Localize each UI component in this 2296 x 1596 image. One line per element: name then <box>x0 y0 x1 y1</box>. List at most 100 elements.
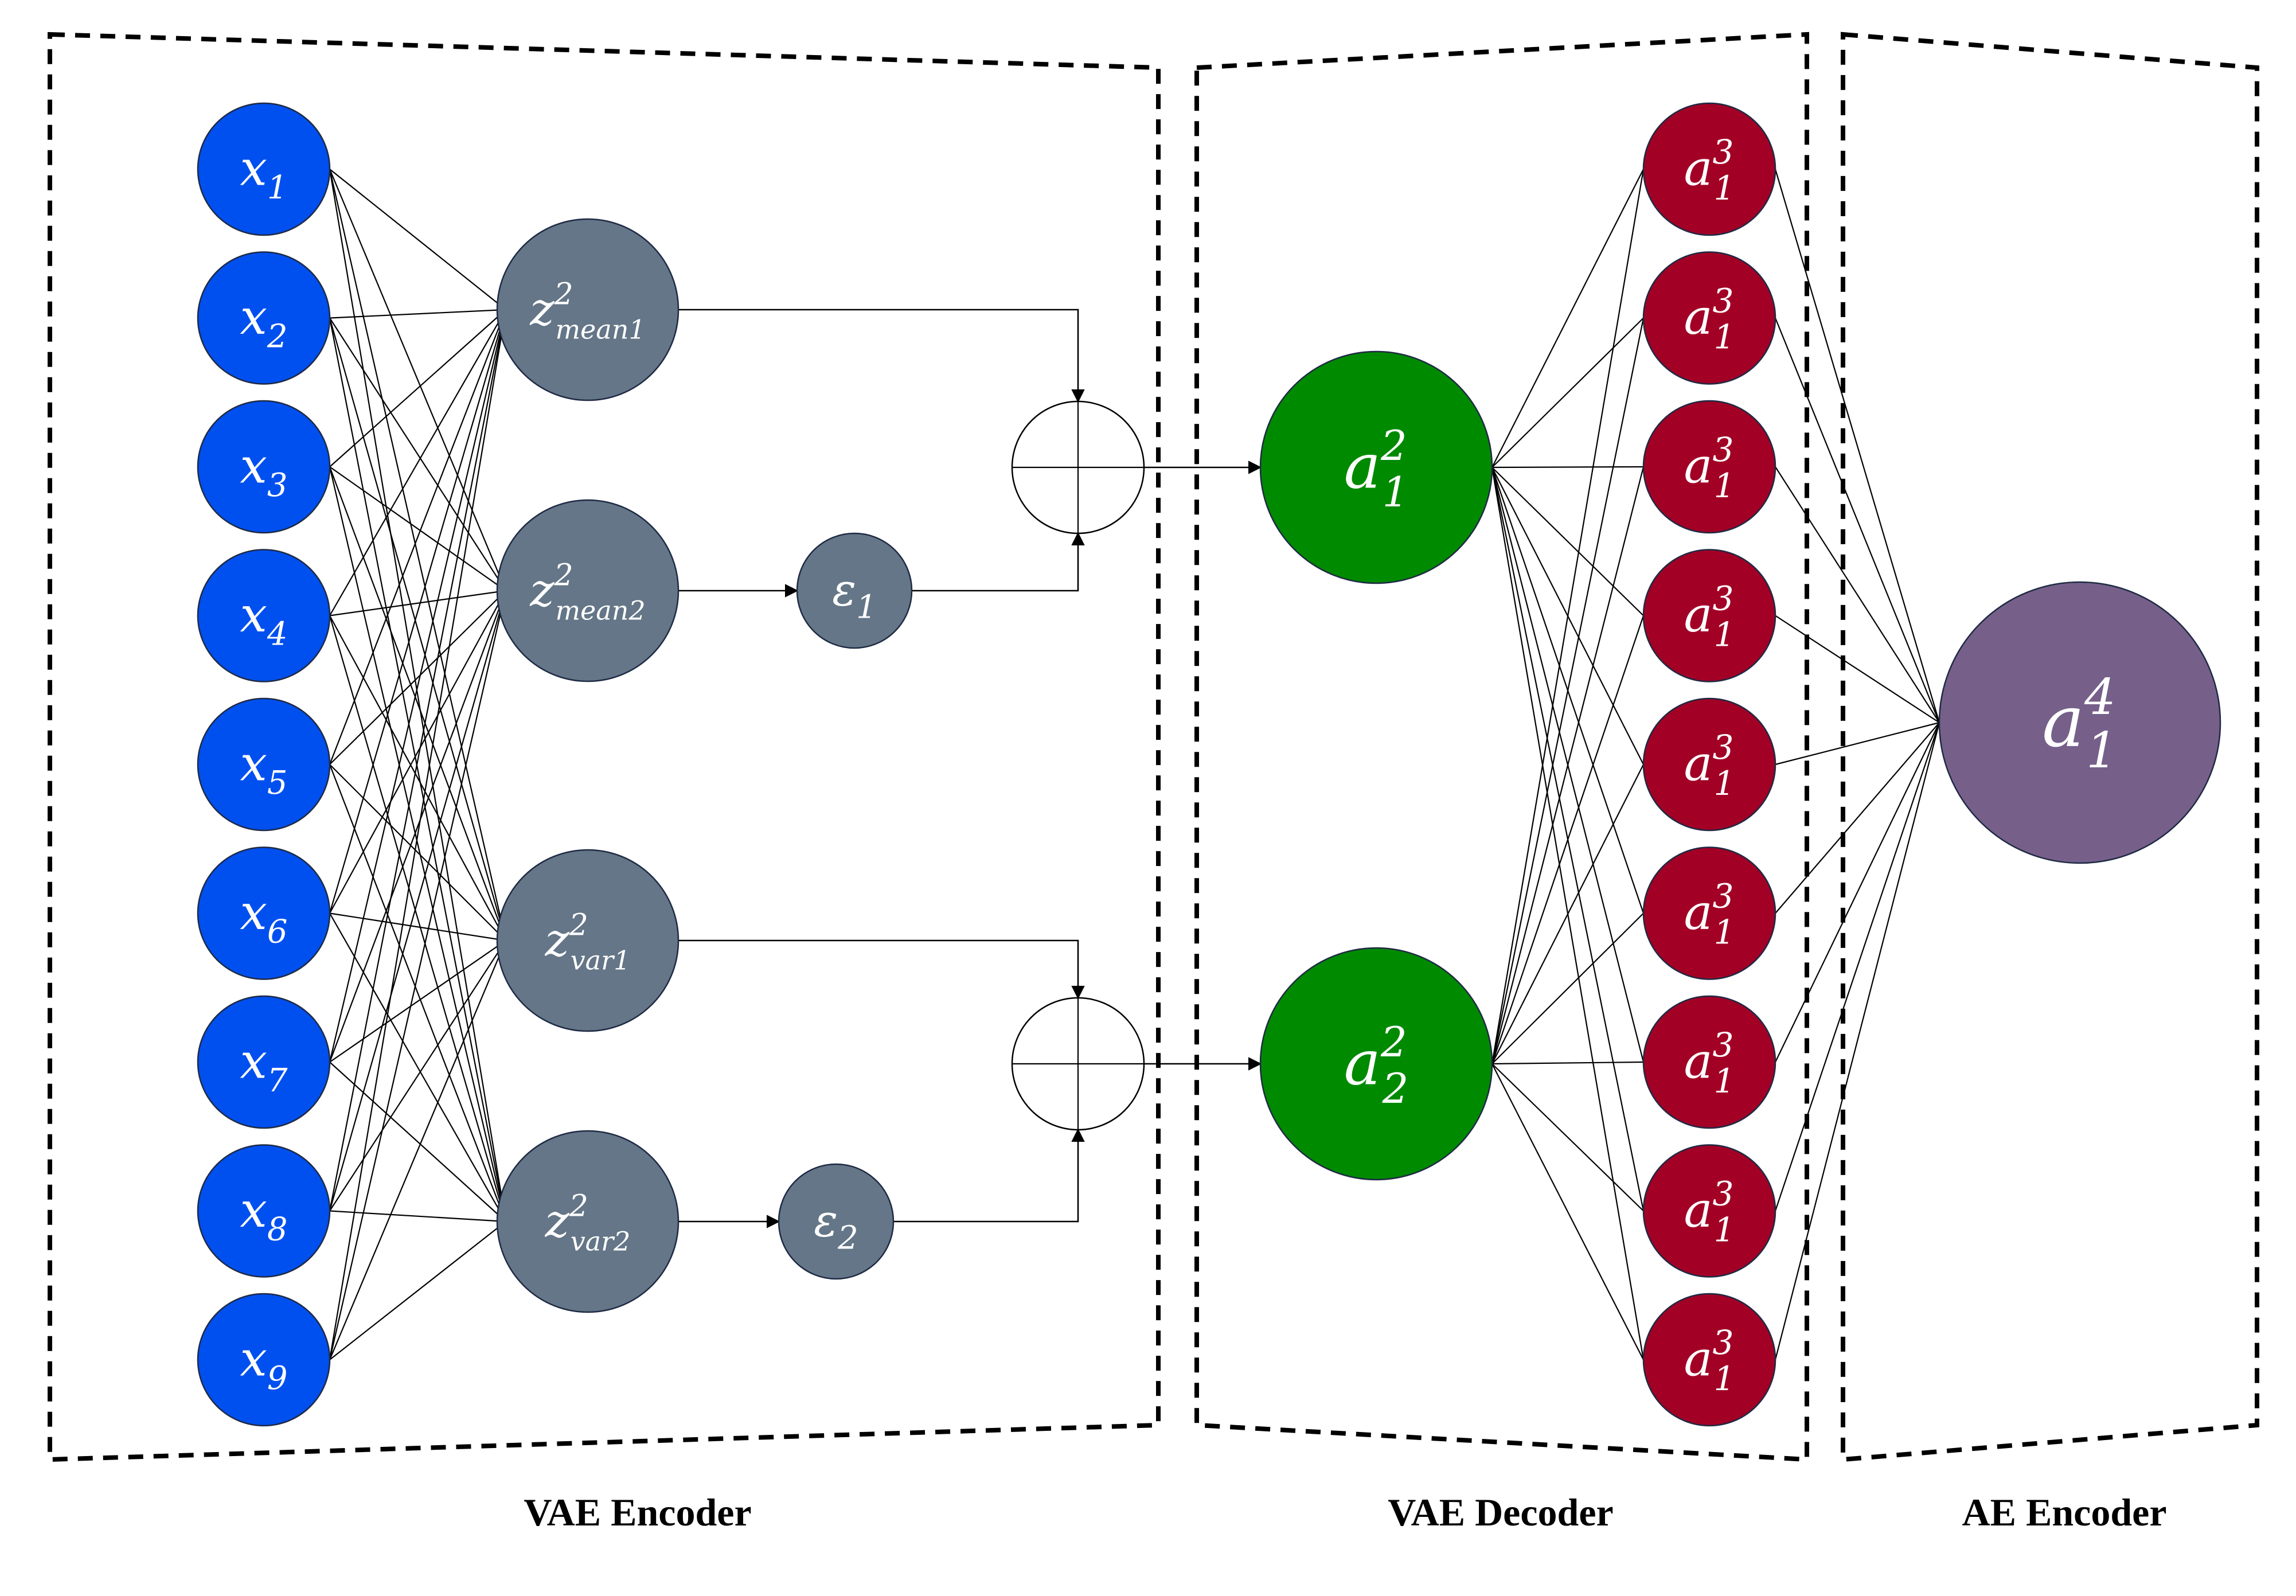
node-label-base: x <box>240 1182 267 1238</box>
node-label-subscript: 6 <box>267 914 288 951</box>
sum-node-1 <box>1011 400 1145 534</box>
edge-input-to-latent <box>329 309 507 914</box>
node-circle <box>1642 251 1776 385</box>
edge-input-to-latent <box>329 309 506 467</box>
node-circle <box>496 1130 680 1313</box>
node-label-superscript: 3 <box>1713 132 1734 171</box>
edge-input-to-latent <box>329 309 506 319</box>
node-label: x4 <box>240 587 287 653</box>
edge-input-to-latent <box>329 169 507 591</box>
edge-input-to-latent <box>329 615 506 941</box>
edge-input-to-latent <box>329 1221 506 1360</box>
node-circle <box>496 218 680 401</box>
edge-input-to-latent <box>329 309 507 765</box>
node-label-superscript: 2 <box>569 1189 588 1223</box>
node-circle <box>1642 995 1776 1129</box>
node-label: x9 <box>240 1331 287 1398</box>
node-circle <box>197 1144 331 1278</box>
node-circle <box>197 995 331 1129</box>
node-label-superscript: 2 <box>569 908 588 942</box>
arrow-mean1-to-sum <box>678 309 1085 403</box>
node-label-base: a <box>1684 1331 1712 1387</box>
edge-input-to-latent <box>329 912 506 1222</box>
node-label-superscript: 3 <box>1713 728 1734 767</box>
epsilon-node-1: ε1 <box>796 532 913 649</box>
node-label-subscript: 1 <box>1714 764 1735 803</box>
node-label-subscript: 9 <box>267 1360 288 1397</box>
connection-arrows <box>678 309 1262 1228</box>
node-label-superscript: 2 <box>1380 1018 1407 1066</box>
node-circle <box>1642 102 1776 236</box>
input-node-x5: x5 <box>197 697 331 832</box>
edge-input-to-latent <box>329 318 507 1222</box>
node-label: x7 <box>240 1033 287 1100</box>
node-label-base: x <box>240 587 267 643</box>
input-node-x1: x1 <box>197 102 331 236</box>
node-label-subscript: 1 <box>856 589 877 626</box>
node-label-subscript: 5 <box>267 764 288 802</box>
edge-input-to-latent <box>329 590 507 1360</box>
node-label-superscript: 2 <box>554 558 573 592</box>
edge-decoder-to-output <box>1491 169 1644 468</box>
edge-input-to-latent <box>329 1210 506 1223</box>
edge-decoder-to-output <box>1491 169 1645 1064</box>
edge-input-to-latent <box>329 940 507 1360</box>
edge-decoder-to-output <box>1491 1063 1644 1212</box>
edge-input-to-latent <box>329 169 507 1222</box>
input-node-x2: x2 <box>197 251 331 385</box>
node-label: ε2 <box>814 1196 858 1257</box>
vae-decoder-label: VAE Decoder <box>1388 1490 1613 1534</box>
node-label-superscript: 3 <box>1713 876 1734 915</box>
node-label: x2 <box>240 289 287 356</box>
edge-input-to-latent <box>329 615 507 1222</box>
node-circle <box>1642 846 1776 980</box>
node-label-base: a <box>1684 289 1712 345</box>
node-label-superscript: 2 <box>554 277 573 311</box>
edge-input-to-latent <box>329 169 507 941</box>
edge-decoder-to-output <box>1491 1063 1644 1360</box>
edge-decoder-to-output <box>1491 912 1644 1064</box>
node-label-base: z <box>545 1194 570 1247</box>
node-label-subscript: 2 <box>1382 1064 1409 1113</box>
edge-decoder-to-output <box>1491 467 1644 616</box>
node-circle <box>1259 947 1493 1181</box>
node-label-subscript: 1 <box>1714 317 1735 356</box>
epsilon-node-2: ε2 <box>778 1163 895 1280</box>
node-label-superscript: 3 <box>1713 1323 1734 1362</box>
edge-input-to-latent <box>329 590 507 1063</box>
node-circle <box>1642 400 1776 534</box>
edge-decoder-to-output <box>1491 764 1644 1064</box>
node-circle <box>197 400 331 534</box>
edge-input-to-latent <box>329 590 506 616</box>
edge-output-to-ae <box>1775 615 1940 723</box>
edge-output-to-ae <box>1775 722 1940 914</box>
edge-input-to-latent <box>329 318 507 941</box>
node-label-base: z <box>529 563 555 616</box>
edge-input-to-latent <box>329 466 507 941</box>
input-node-x3: x3 <box>197 400 331 534</box>
node-label-base: x <box>240 289 267 345</box>
input-node-x6: x6 <box>197 846 331 980</box>
